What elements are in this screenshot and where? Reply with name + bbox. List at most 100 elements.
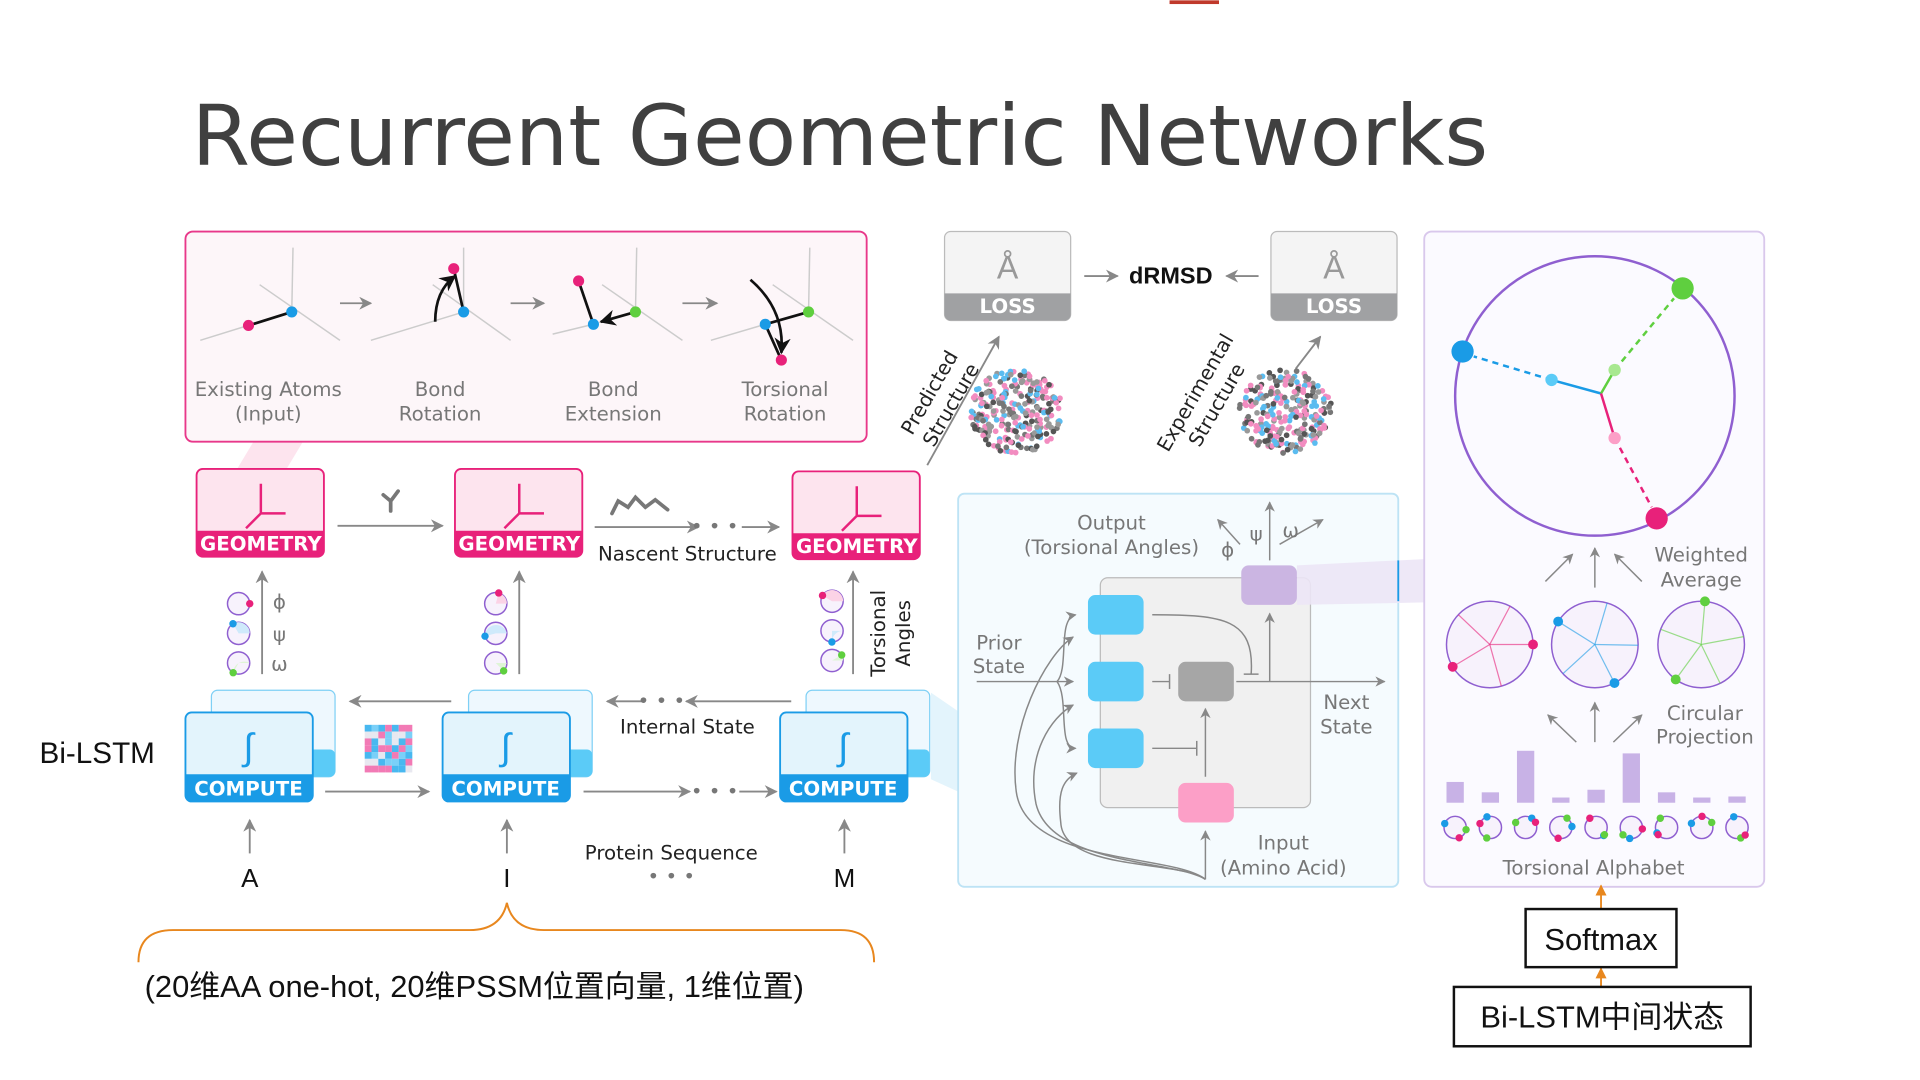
circular-projection-label: Circular xyxy=(1667,702,1744,725)
residue-i: I xyxy=(503,863,510,893)
nascent-molecules xyxy=(381,489,670,516)
alphabet-weight-bar xyxy=(1446,781,1464,803)
ellipsis: • • • xyxy=(691,515,739,538)
alphabet-glyph-icon xyxy=(1513,815,1538,840)
torsional-alphabet-label: Torsional Alphabet xyxy=(1502,856,1685,879)
angstrom-icon: Å xyxy=(997,250,1019,286)
geometry-label: GEOMETRY xyxy=(200,533,322,556)
projection-circle xyxy=(1550,600,1639,689)
protein-sequence-label: Protein Sequence xyxy=(585,842,758,865)
svg-text:Angles: Angles xyxy=(892,600,915,667)
output-gate xyxy=(1087,728,1144,769)
geometry-label: GEOMETRY xyxy=(458,533,580,556)
compute-label: COMPUTE xyxy=(451,777,560,800)
softmax-box xyxy=(1524,907,1678,969)
residue-a: A xyxy=(241,863,259,893)
output-transform xyxy=(1241,565,1297,605)
step-label: Existing Atoms xyxy=(195,378,342,401)
step-label-sub: Extension xyxy=(565,403,662,426)
step-label: Torsional xyxy=(741,378,829,401)
bilstm-state-label: Bi-LSTM中间状态 xyxy=(1480,1000,1724,1035)
compute-block: ∫ COMPUTE xyxy=(441,689,593,803)
integral-icon: ∫ xyxy=(499,725,514,767)
forget-gate xyxy=(1087,595,1144,635)
weighted-average-label-2: Average xyxy=(1661,568,1742,591)
bilstm-state-box xyxy=(1452,985,1752,1048)
alphabet-weight-bar xyxy=(1552,797,1570,803)
input-gate xyxy=(1087,661,1144,702)
geometry-block: GEOMETRY xyxy=(195,467,325,558)
torsional-angles-label: Torsional Angles xyxy=(867,590,915,678)
loss-label: LOSS xyxy=(979,295,1035,318)
ellipsis: • • • xyxy=(691,780,739,803)
internal-state-label: Internal State xyxy=(620,715,755,738)
experimental-structure-image xyxy=(1236,367,1334,456)
nascent-structure-label: Nascent Structure xyxy=(598,542,777,565)
integral-icon: ∫ xyxy=(241,725,256,767)
predicted-structure-image xyxy=(968,368,1063,456)
alphabet-weight-bar xyxy=(1587,789,1605,803)
loss-block: Å LOSS xyxy=(1270,230,1398,322)
prior-state-label-2: State xyxy=(973,655,1025,678)
input-brace xyxy=(137,902,876,963)
step-label-sub: Rotation xyxy=(744,403,827,426)
flow-arrows xyxy=(243,519,860,854)
alphabet-weight-bar xyxy=(1728,796,1746,803)
next-state-label-2: State xyxy=(1320,715,1372,738)
compute-block: ∫ COMPUTE xyxy=(184,689,336,803)
page-title: Recurrent Geometric Networks xyxy=(192,87,1489,185)
omega-label: ω xyxy=(271,652,288,675)
integral-icon: ∫ xyxy=(836,725,851,767)
zoom-wedge xyxy=(930,692,959,792)
angstrom-icon: Å xyxy=(1323,250,1345,286)
alphabet-glyph-icon xyxy=(1443,815,1468,840)
residue-m: M xyxy=(834,863,856,893)
ellipsis: • • • xyxy=(638,690,686,713)
psi-label: ψ xyxy=(273,623,286,646)
projection-circle xyxy=(1657,596,1746,689)
step-label: Bond xyxy=(415,378,466,401)
compute-block: ∫ COMPUTE xyxy=(779,689,931,803)
drmsd-label: dRMSD xyxy=(1129,262,1212,288)
input-features-label: (20维AA one-hot, 20维PSSM位置向量, 1维位置) xyxy=(145,969,804,1004)
cell-output-sub-label: (Torsional Angles) xyxy=(1024,536,1199,559)
alphabet-glyph-icon xyxy=(1478,815,1503,840)
cell-input-sub-label: (Amino Acid) xyxy=(1220,856,1347,879)
internal-state-cube xyxy=(364,724,413,773)
compute-label: COMPUTE xyxy=(194,777,302,800)
geometry-label: GEOMETRY xyxy=(796,535,918,558)
softmax-label: Softmax xyxy=(1544,922,1658,957)
alphabet-weight-bar xyxy=(1622,753,1640,803)
prior-state-label: Prior xyxy=(976,631,1022,654)
next-state-label: Next xyxy=(1323,691,1369,714)
cell-input-label: Input xyxy=(1258,832,1309,855)
cell-phi: ϕ xyxy=(1221,539,1234,562)
alphabet-weight-bar xyxy=(1481,792,1500,803)
torsional-alphabet-panel xyxy=(1423,230,1766,888)
compute-label: COMPUTE xyxy=(789,777,898,800)
cell-state xyxy=(1178,661,1234,702)
alphabet-weight-bar xyxy=(1516,750,1535,803)
lstm-cell-panel xyxy=(957,492,1425,888)
step-label: Bond xyxy=(588,378,639,401)
loss-block: Å LOSS xyxy=(943,230,1072,322)
cell-output-label: Output xyxy=(1077,511,1146,534)
geometry-block: GEOMETRY xyxy=(454,467,584,558)
weighted-average-label: Weighted xyxy=(1654,544,1748,567)
cell-omega: ω xyxy=(1282,519,1299,542)
top-marker xyxy=(1169,0,1220,5)
geometry-block: GEOMETRY xyxy=(791,470,921,561)
step-label-sub: Rotation xyxy=(399,403,482,426)
cell-psi: ψ xyxy=(1250,523,1263,546)
bilstm-label: Bi-LSTM xyxy=(40,737,155,770)
ellipsis: • • • xyxy=(648,865,696,888)
loss-label: LOSS xyxy=(1306,295,1362,318)
phi-label: ϕ xyxy=(273,591,286,614)
alphabet-weight-bar xyxy=(1657,792,1676,803)
input-transform xyxy=(1178,782,1234,823)
step-label-sub: (Input) xyxy=(235,403,302,426)
alphabet-weight-bar xyxy=(1693,797,1711,803)
